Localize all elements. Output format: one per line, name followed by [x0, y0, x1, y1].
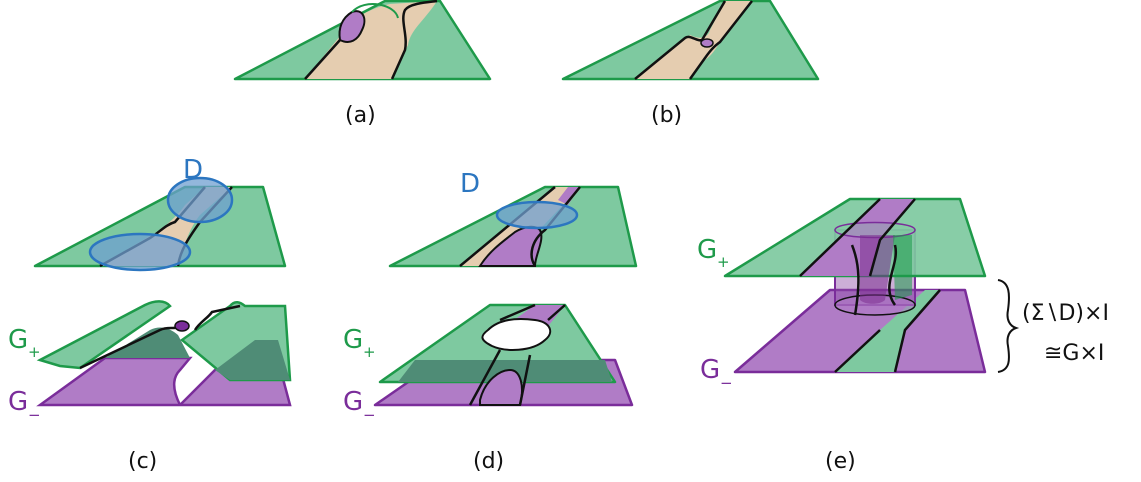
label-g-plus-e: G — [697, 235, 717, 265]
panel-c-bottom-band-edge-right — [193, 304, 241, 331]
panel-a-purple-flap — [338, 10, 366, 43]
caption-b: (b) — [651, 103, 682, 128]
panel-b-band — [635, 1, 752, 79]
caption-c: (c) — [128, 449, 157, 474]
label-g-minus-d: G — [343, 387, 363, 417]
label-g-plus-e-sub: + — [717, 253, 730, 271]
panel-c-overlap — [105, 327, 290, 380]
label-g-plus-c-sub: + — [28, 343, 41, 361]
formula-line-2: ≅G×I — [1044, 341, 1104, 366]
panel-e-hole-rim — [834, 221, 916, 239]
panel-e — [723, 197, 987, 374]
label-disk-c: D — [183, 155, 203, 185]
panel-b-band-edge-right — [688, 0, 753, 80]
panel-a-band-edge-left — [304, 39, 341, 80]
disk-d — [495, 200, 579, 230]
label-g-minus-c: G — [8, 387, 28, 417]
panel-d-bottom-band-edge-left — [468, 303, 536, 406]
panel-b-purple-pinch — [700, 38, 714, 48]
brace-icon — [997, 279, 1020, 373]
disk-c-lower — [88, 232, 192, 272]
label-g-plus-c: G — [8, 325, 28, 355]
panel-d-top — [388, 185, 638, 268]
panel-d-top-band-edge-left — [459, 186, 556, 267]
panel-d-top-band-edge-right — [530, 186, 581, 267]
caption-a: (a) — [345, 103, 376, 128]
panel-e-lower-band — [835, 290, 940, 372]
panel-e-lower-band-edge — [834, 289, 941, 373]
panel-e-twist-left — [850, 244, 860, 316]
formula-line-1: (Σ∖D)×I — [1022, 301, 1109, 326]
panel-e-tube-front — [860, 235, 895, 304]
label-g-minus-c-sub: − — [28, 406, 41, 424]
panel-c-bottom — [36, 300, 292, 407]
label-g-plus-d-sub: + — [363, 343, 376, 361]
panel-c-top — [33, 176, 287, 272]
panel-c-bottom-pinch — [174, 320, 190, 332]
panel-a-band-edge-right — [390, 0, 438, 80]
panel-d-bottom-band-edge-right — [518, 304, 566, 406]
label-g-plus-d: G — [343, 325, 363, 355]
caption-e: (e) — [825, 449, 856, 474]
panel-e-twist-right — [888, 244, 898, 306]
disk-c-upper — [166, 176, 234, 224]
label-disk-d: D — [460, 169, 480, 199]
label-g-minus-e-sub: − — [720, 374, 733, 392]
caption-d: (d) — [473, 449, 504, 474]
panel-b — [561, 0, 820, 81]
label-g-minus-e: G — [700, 355, 720, 385]
panel-d-top-purple-upper — [558, 187, 580, 205]
panel-d-hole — [481, 318, 552, 351]
panel-c-upper-sheet — [36, 300, 292, 382]
panel-a — [233, 0, 492, 81]
panel-e-upper-band-edge — [799, 198, 916, 277]
panel-d-bottom — [373, 303, 634, 407]
panel-a-green-curl — [351, 3, 399, 19]
label-g-minus-d-sub: − — [363, 406, 376, 424]
panel-e-tube-green — [893, 235, 912, 300]
